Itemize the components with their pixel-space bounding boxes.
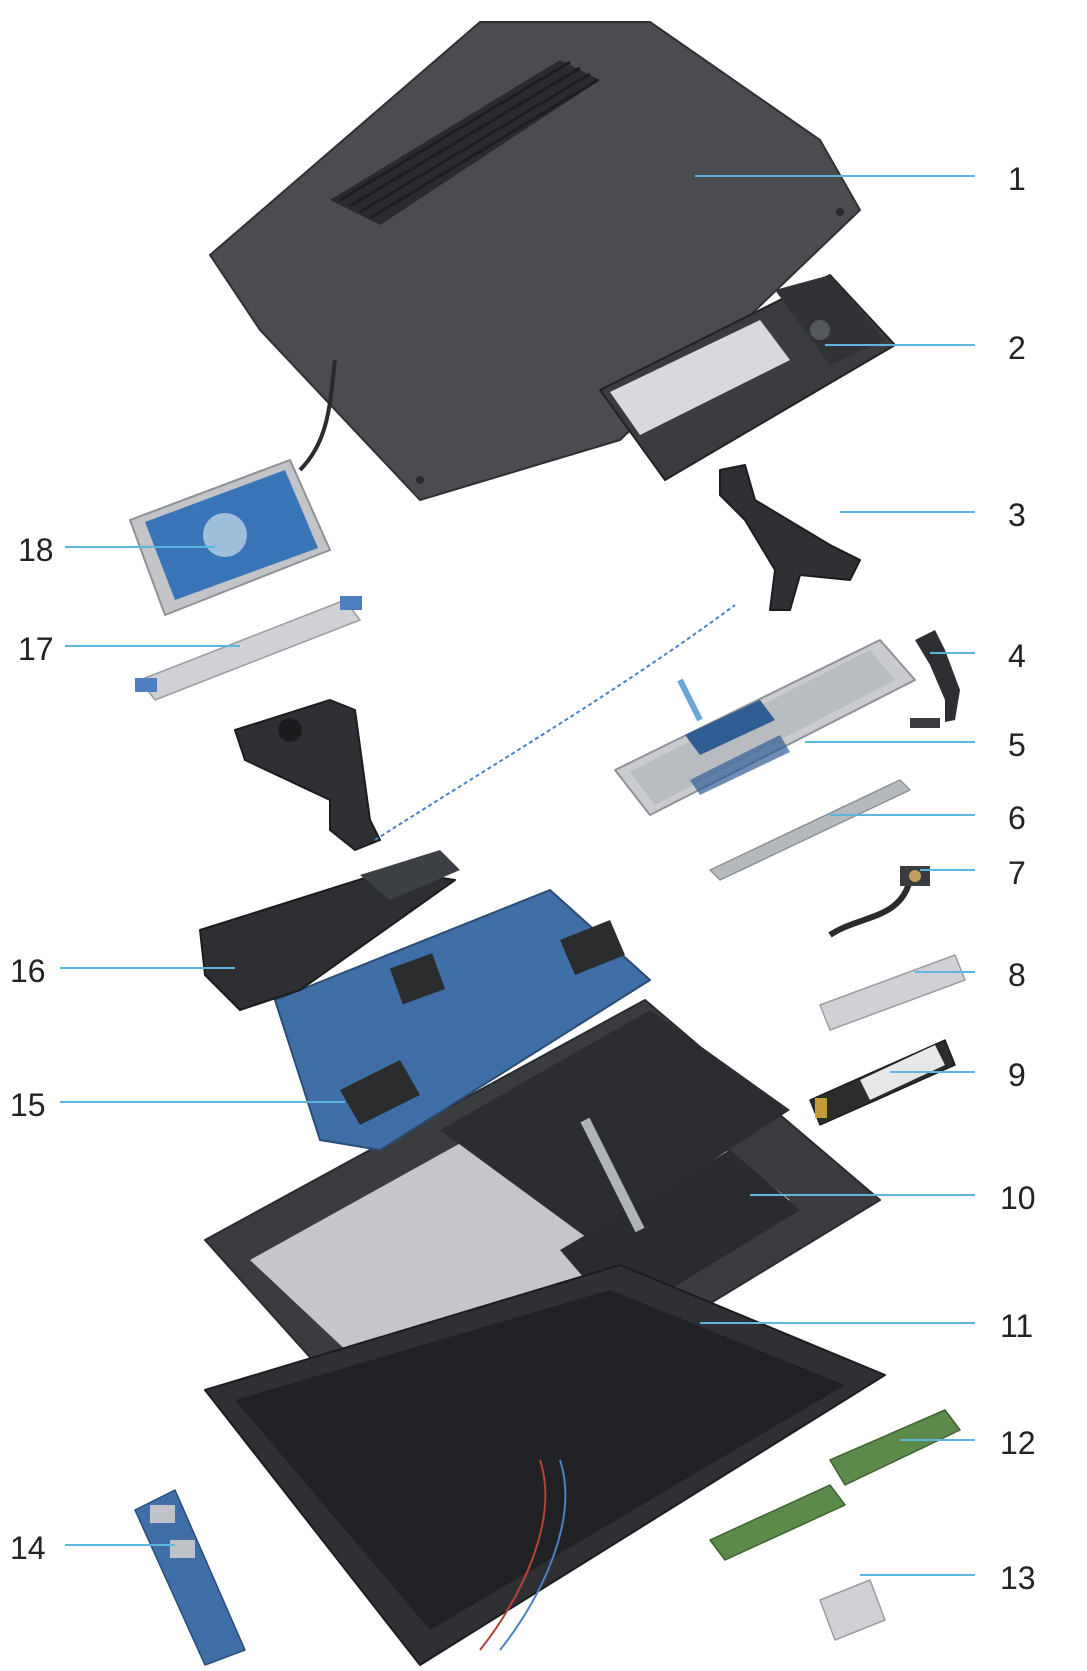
callout-numbers: 1 2 3 4 5 6 7 8 9 10 11 12 13 14 15 16 1…	[10, 161, 1036, 1596]
callout-8: 8	[1008, 957, 1026, 993]
callout-12: 12	[1000, 1425, 1036, 1461]
part-ssd	[809, 1039, 956, 1126]
callout-1: 1	[1008, 161, 1026, 197]
callout-17: 17	[18, 631, 54, 667]
part-ssd-shield	[819, 954, 966, 1031]
callout-14: 14	[10, 1530, 46, 1566]
callout-15: 15	[10, 1087, 46, 1123]
callout-18: 18	[18, 532, 54, 568]
part-power-button	[910, 630, 960, 728]
callout-5: 5	[1008, 727, 1026, 763]
part-speaker-left	[234, 699, 381, 851]
part-memory-modules	[709, 1409, 961, 1561]
part-base-cover	[209, 21, 861, 501]
callout-6: 6	[1008, 800, 1026, 836]
callout-10: 10	[1000, 1180, 1036, 1216]
part-speaker-right	[719, 464, 861, 611]
part-touchpad	[614, 639, 916, 816]
part-io-board	[134, 1489, 246, 1666]
callout-16: 16	[10, 953, 46, 989]
part-hard-drive-cable	[135, 596, 362, 701]
leader-lines	[60, 175, 975, 1576]
part-heat-sink	[199, 850, 460, 1011]
part-system-board	[274, 889, 651, 1151]
callout-13: 13	[1000, 1560, 1036, 1596]
callout-9: 9	[1008, 1057, 1026, 1093]
callout-2: 2	[1008, 330, 1026, 366]
callout-3: 3	[1008, 497, 1026, 533]
callout-11: 11	[1000, 1308, 1033, 1344]
part-display-assembly	[204, 1264, 886, 1666]
callout-7: 7	[1008, 855, 1026, 891]
part-wireless-card	[819, 1579, 886, 1641]
part-touchpad-bracket	[709, 779, 911, 881]
part-hard-drive	[129, 359, 337, 616]
part-power-adapter-port	[828, 866, 930, 938]
callout-4: 4	[1008, 638, 1026, 674]
part-speaker-cable	[374, 604, 736, 841]
part-battery	[599, 274, 896, 481]
